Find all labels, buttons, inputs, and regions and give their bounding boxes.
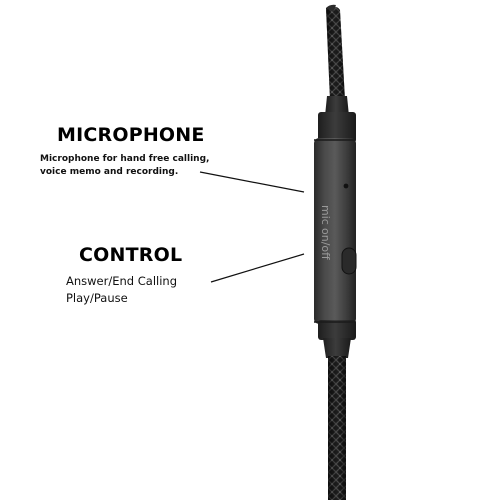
control-button[interactable]	[341, 247, 357, 275]
control-description-line: Answer/End Calling	[66, 274, 177, 288]
control-title: CONTROL	[79, 244, 183, 266]
control-description-line: Play/Pause	[66, 291, 128, 305]
remote-housing	[314, 112, 356, 340]
strain-relief-top	[325, 96, 349, 116]
button-marking: on/off	[319, 228, 332, 260]
control-description: Answer/End Calling Play/Pause	[66, 273, 177, 307]
microphone-description-line: Microphone for hand free calling,	[40, 154, 210, 164]
cable-top	[326, 4, 345, 100]
control-leader-line	[210, 253, 305, 283]
microphone-description-line: voice memo and recording.	[40, 167, 179, 177]
cable-bottom	[328, 356, 346, 500]
microphone-title: MICROPHONE	[57, 124, 205, 146]
microphone-hole	[343, 183, 349, 189]
mic-marking: mic	[319, 205, 332, 225]
microphone-leader-line	[199, 171, 305, 193]
microphone-description: Microphone for hand free calling, voice …	[40, 153, 209, 179]
strain-relief-bottom	[323, 338, 351, 358]
